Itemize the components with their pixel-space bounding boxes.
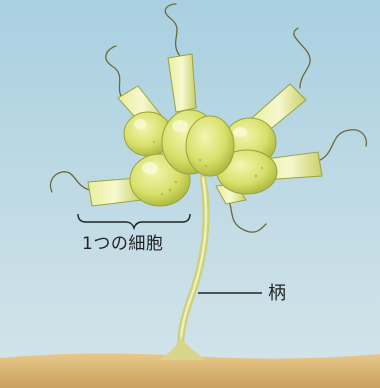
label-stalk: 柄: [268, 285, 286, 303]
label-one-cell: 1つの細胞: [82, 236, 163, 253]
